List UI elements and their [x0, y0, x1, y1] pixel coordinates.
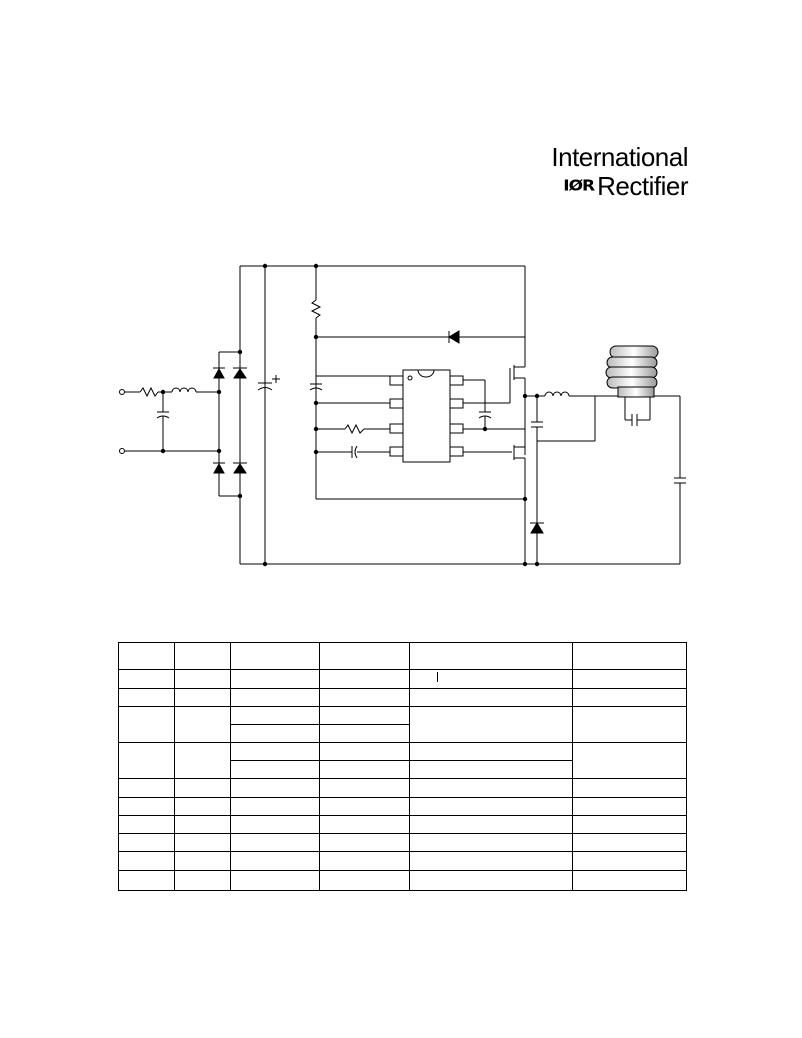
table-row	[118, 669, 687, 689]
bulk-capacitor	[257, 375, 280, 391]
junction-dots	[160, 263, 540, 567]
table-row	[118, 778, 687, 798]
bridge-rectifier	[213, 351, 247, 497]
spec-table	[118, 642, 687, 891]
ballast-circuit-schematic	[119, 263, 686, 567]
table-row	[118, 815, 687, 834]
table-row	[118, 742, 687, 779]
table-row	[118, 833, 687, 852]
spec-table-grid	[118, 642, 687, 891]
ac-input	[119, 386, 219, 454]
resonant-output	[525, 391, 686, 564]
table-row	[119, 760, 687, 779]
table-row	[118, 851, 687, 871]
half-bridge-mosfets	[316, 364, 526, 564]
ior-logo-mark: IØR	[563, 177, 595, 195]
logo-text-international: International	[551, 142, 688, 172]
logo-line2: IØR Rectifier	[563, 171, 688, 201]
table-row	[118, 870, 687, 891]
bootstrap-diode	[316, 330, 525, 344]
driver-ic	[316, 369, 525, 463]
table-row	[118, 642, 687, 670]
logo-text-rectifier: Rectifier	[597, 171, 688, 201]
table-cell-tick-mark	[437, 672, 438, 682]
vcc-capacitor	[309, 383, 323, 391]
table-row	[118, 688, 687, 707]
startup-resistor	[310, 266, 322, 499]
company-logo: International IØR Rectifier	[540, 142, 688, 202]
power-rails	[239, 265, 680, 565]
table-row	[118, 706, 687, 743]
table-row	[118, 797, 687, 816]
cfl-lamp-icon	[605, 345, 659, 398]
